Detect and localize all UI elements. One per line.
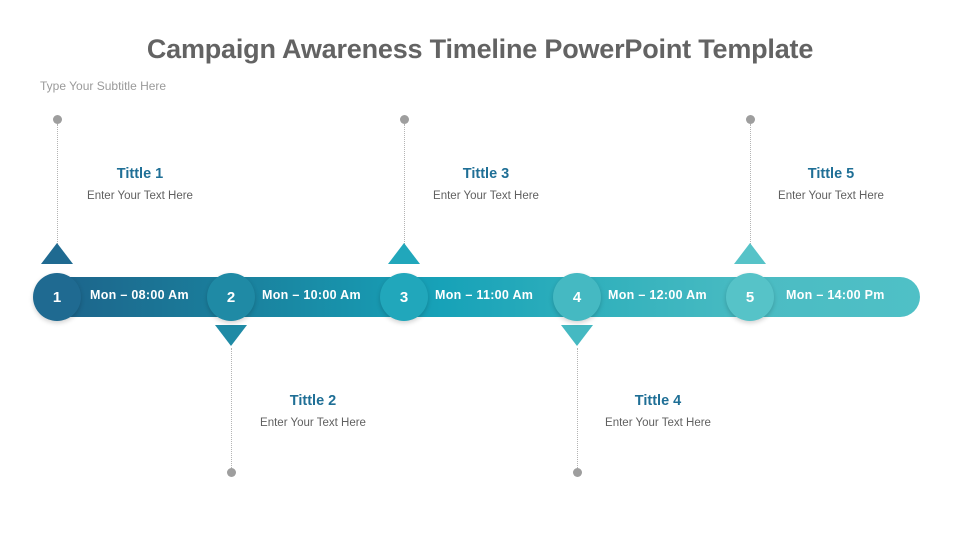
milestone-title-2: Tittle 2 xyxy=(289,393,337,409)
timeline-time-label-3: Mon – 11:00 Am xyxy=(435,288,534,302)
page-subtitle: Type Your Subtitle Here xyxy=(40,79,167,93)
pointer-triangle-2 xyxy=(215,325,247,346)
stem-line-4 xyxy=(577,348,578,470)
pointer-triangle-5 xyxy=(734,243,766,264)
stem-dot-4 xyxy=(573,468,582,477)
stem-dot-3 xyxy=(400,115,409,124)
stem-line-5 xyxy=(750,124,751,248)
stem-dot-1 xyxy=(53,115,62,124)
milestone-desc-4: Enter Your Text Here xyxy=(605,417,711,429)
stem-dot-2 xyxy=(227,468,236,477)
milestone-title-3: Tittle 3 xyxy=(462,166,510,182)
timeline-node-1[interactable]: 1 xyxy=(33,273,81,321)
milestone-title-4: Tittle 4 xyxy=(634,393,682,409)
timeline-time-label-5: Mon – 14:00 Pm xyxy=(786,288,885,302)
pointer-triangle-3 xyxy=(388,243,420,264)
page-title: Campaign Awareness Timeline PowerPoint T… xyxy=(146,34,814,64)
timeline-node-4[interactable]: 4 xyxy=(553,273,601,321)
pointer-triangle-1 xyxy=(41,243,73,264)
timeline-time-label-4: Mon – 12:00 Am xyxy=(608,288,707,302)
milestone-desc-3: Enter Your Text Here xyxy=(433,190,539,202)
milestone-desc-2: Enter Your Text Here xyxy=(260,417,366,429)
milestone-title-1: Tittle 1 xyxy=(116,166,164,182)
milestone-desc-5: Enter Your Text Here xyxy=(778,190,884,202)
timeline-node-5[interactable]: 5 xyxy=(726,273,774,321)
timeline-time-label-2: Mon – 10:00 Am xyxy=(262,288,361,302)
milestone-title-5: Tittle 5 xyxy=(807,166,855,182)
timeline-node-3[interactable]: 3 xyxy=(380,273,428,321)
timeline-node-2[interactable]: 2 xyxy=(207,273,255,321)
pointer-triangle-4 xyxy=(561,325,593,346)
stem-dot-5 xyxy=(746,115,755,124)
stem-line-3 xyxy=(404,124,405,248)
timeline-time-label-1: Mon – 08:00 Am xyxy=(90,288,189,302)
stem-line-2 xyxy=(231,348,232,470)
stem-line-1 xyxy=(57,124,58,248)
milestone-desc-1: Enter Your Text Here xyxy=(87,190,193,202)
